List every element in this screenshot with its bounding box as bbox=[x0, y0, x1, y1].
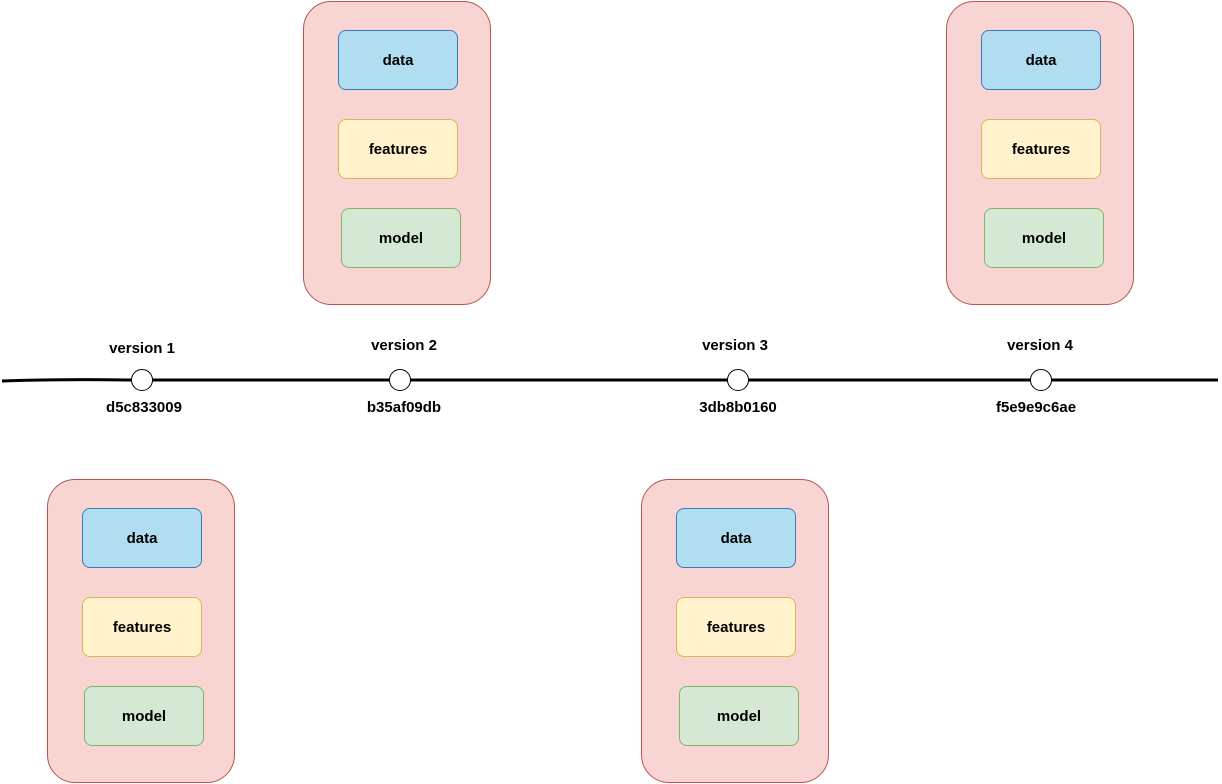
version-4-data-box[interactable]: data bbox=[981, 30, 1101, 90]
version-3-features-box[interactable]: features bbox=[676, 597, 796, 657]
version-3-node[interactable] bbox=[727, 369, 749, 391]
version-1-features-box[interactable]: features bbox=[82, 597, 202, 657]
version-3-data-box[interactable]: data bbox=[676, 508, 796, 568]
version-4-hash: f5e9e9c6ae bbox=[995, 399, 1077, 416]
version-2-label: version 2 bbox=[371, 337, 437, 354]
version-2-hash: b35af09db bbox=[366, 399, 442, 416]
version-4-node[interactable] bbox=[1030, 369, 1052, 391]
version-1-hash: d5c833009 bbox=[106, 399, 182, 416]
version-4-features-box[interactable]: features bbox=[981, 119, 1101, 179]
version-4-label: version 4 bbox=[1007, 337, 1073, 354]
version-1-container: data features model bbox=[47, 479, 235, 783]
version-2-container: data features model bbox=[303, 1, 491, 305]
version-1-data-box[interactable]: data bbox=[82, 508, 202, 568]
version-1-node[interactable] bbox=[131, 369, 153, 391]
version-1-label: version 1 bbox=[109, 340, 175, 357]
version-2-features-box[interactable]: features bbox=[338, 119, 458, 179]
version-4-model-box[interactable]: model bbox=[984, 208, 1104, 268]
version-2-model-box[interactable]: model bbox=[341, 208, 461, 268]
version-3-container: data features model bbox=[641, 479, 829, 783]
version-1-model-box[interactable]: model bbox=[84, 686, 204, 746]
version-3-hash: 3db8b0160 bbox=[699, 399, 777, 416]
version-2-node[interactable] bbox=[389, 369, 411, 391]
version-4-container: data features model bbox=[946, 1, 1134, 305]
version-3-label: version 3 bbox=[702, 337, 768, 354]
version-2-data-box[interactable]: data bbox=[338, 30, 458, 90]
version-3-model-box[interactable]: model bbox=[679, 686, 799, 746]
